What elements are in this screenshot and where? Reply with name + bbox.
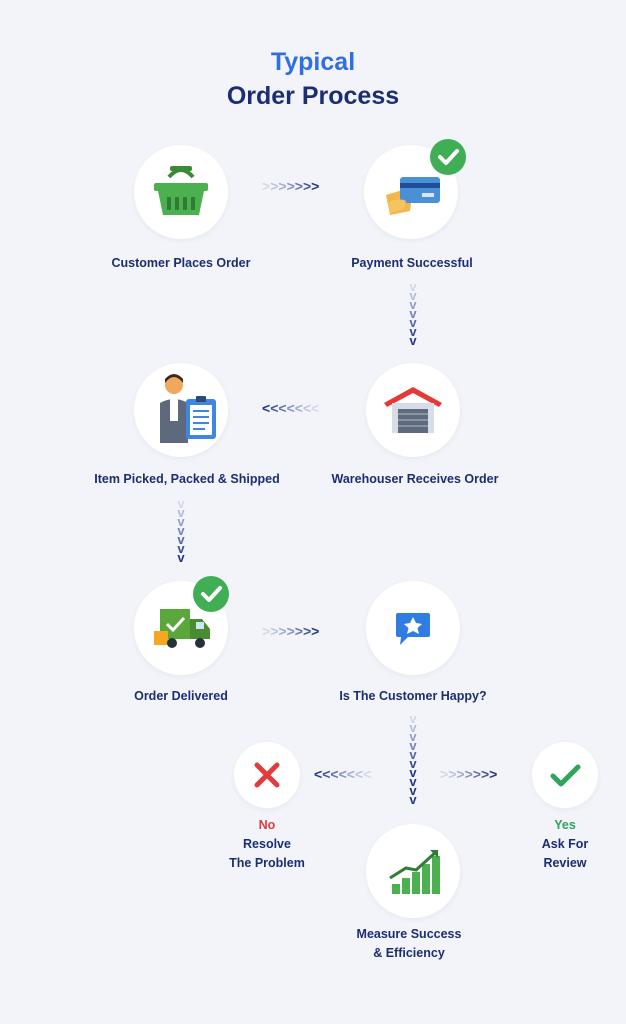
no-branch-line-2: The Problem (229, 856, 305, 870)
node-measure-success (366, 824, 460, 918)
step-label-payment-successful: Payment Successful (351, 256, 473, 270)
growth-chart-icon (389, 850, 440, 894)
arrow-left-1: <<<<<<< (262, 400, 320, 416)
node-warehouser-receives-order (366, 363, 460, 457)
node-no-branch (234, 742, 300, 808)
check-mark-icon (438, 149, 459, 165)
title-line-2: Order Process (226, 82, 400, 110)
check-mark-icon (550, 764, 581, 787)
worker-clipboard-icon (160, 374, 216, 443)
no-answer-label: No (258, 818, 276, 832)
final-step-line-1: Measure Success (356, 927, 462, 941)
credit-card-hand-icon (386, 177, 440, 215)
arrow-right-yes: >>>>>>> (440, 766, 498, 782)
warehouse-icon (384, 387, 442, 433)
arrow-right-1: >>>>>>> (262, 178, 320, 194)
no-branch-line-1: Resolve (243, 837, 291, 851)
shopping-basket-icon (154, 166, 208, 215)
step-label-warehouser-receives-order: Warehouser Receives Order (331, 472, 499, 486)
step-label-item-picked-packed-shipped: Item Picked, Packed & Shipped (94, 472, 280, 486)
delivery-truck-icon (154, 609, 210, 648)
final-step-line-2: & Efficiency (373, 946, 445, 960)
title-line-1: Typical (270, 48, 356, 76)
arrow-right-2: >>>>>>> (262, 623, 320, 639)
yes-branch-line-1: Ask For (541, 837, 589, 851)
node-customer-happy (366, 581, 460, 675)
step-label-customer-happy: Is The Customer Happy? (339, 689, 487, 703)
success-badge-payment (430, 139, 466, 175)
star-chat-bubble-icon (396, 613, 430, 645)
x-mark-icon (254, 762, 280, 788)
step-label-order-delivered: Order Delivered (134, 689, 228, 703)
node-customer-places-order (134, 145, 228, 239)
node-yes-branch (532, 742, 598, 808)
yes-answer-label: Yes (554, 818, 576, 832)
arrow-left-no: <<<<<<< (314, 766, 372, 782)
success-badge-delivered (193, 576, 229, 612)
node-item-picked-packed-shipped (134, 363, 228, 457)
check-mark-icon (201, 586, 222, 602)
step-label-customer-places-order: Customer Places Order (111, 256, 251, 270)
yes-branch-line-2: Review (543, 856, 587, 870)
